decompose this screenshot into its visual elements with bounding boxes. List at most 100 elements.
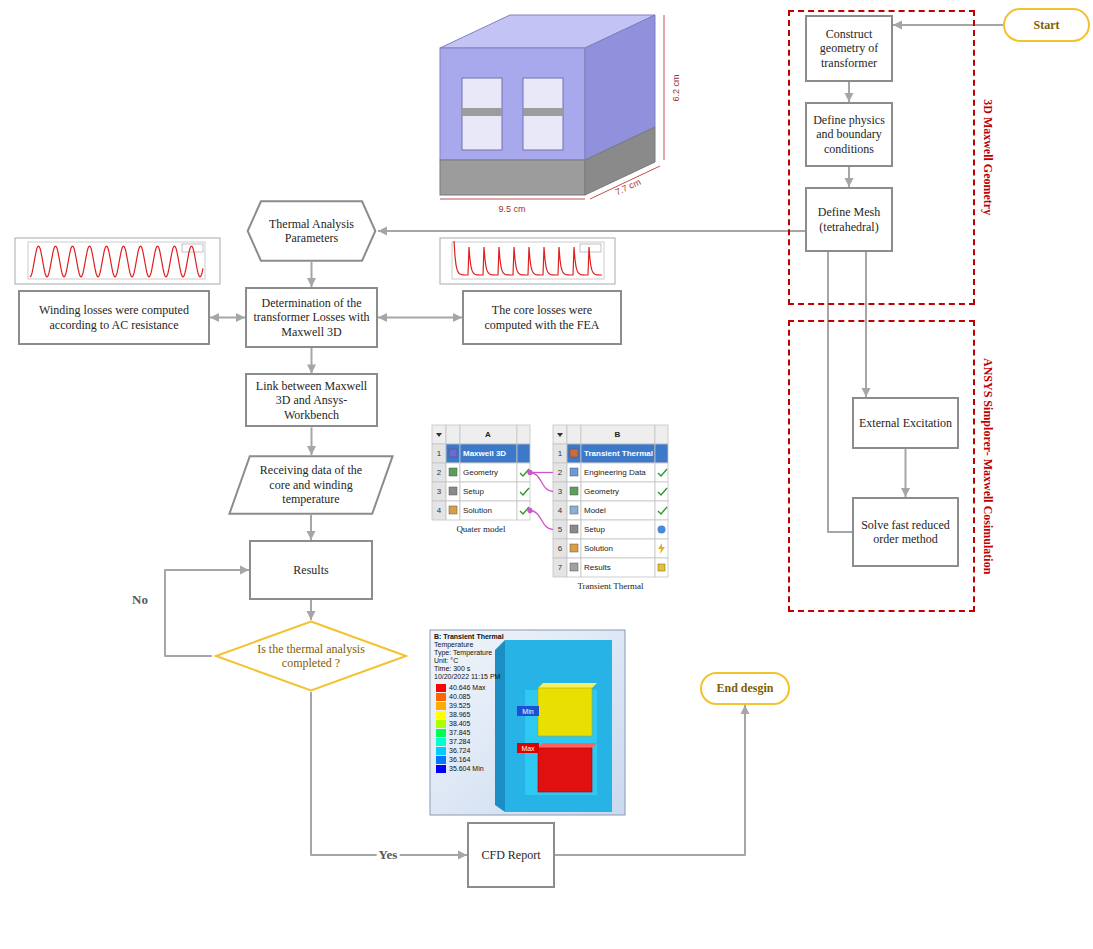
legend-swatch <box>436 747 446 755</box>
flow-connector <box>845 167 854 187</box>
flow-connector <box>307 515 316 540</box>
decision-diamond: Is the thermal analysis completed ? <box>212 620 410 692</box>
connector-line <box>311 692 467 855</box>
flow-connector <box>555 705 750 855</box>
node-text-holder: End desgin <box>708 681 782 695</box>
arrowhead <box>862 388 871 397</box>
annotation-label: Maxwell 3D <box>460 444 530 463</box>
annotation-label: Solution <box>581 539 655 558</box>
flow-connector <box>311 692 467 860</box>
annotation-label: Solution <box>460 501 517 520</box>
flow-connector <box>307 262 316 287</box>
legend-swatch <box>436 729 446 737</box>
node-text-holder: Is the thermal analysis completed ? <box>252 642 370 671</box>
flow-connector <box>378 313 462 322</box>
annotation-label: 4 <box>432 501 446 520</box>
node-text: The core losses were computed with the F… <box>468 303 616 332</box>
connector-line <box>865 252 867 397</box>
process-box: Construct geometry of transformer <box>805 15 893 82</box>
arrowhead <box>307 611 316 620</box>
legend-text: 39.525 <box>449 701 470 710</box>
arrowhead <box>307 531 316 540</box>
legend-swatch <box>436 765 446 773</box>
annotation-label: B: Transient Thermal <box>434 633 524 641</box>
process-box: Determination of the transformer Losses … <box>245 287 378 348</box>
transformer-model <box>440 15 664 199</box>
process-box: External Excitation <box>852 397 959 449</box>
edge-label: Yes <box>377 847 400 863</box>
node-text: Construct geometry of transformer <box>811 27 887 70</box>
node-text: Determination of the transformer Losses … <box>251 296 372 339</box>
node-text: Start <box>1011 18 1082 32</box>
legend-text: 40.085 <box>449 692 470 701</box>
flow-connector <box>165 566 249 657</box>
annotation-label: 4 <box>553 501 567 520</box>
annotation-label: B <box>567 425 668 444</box>
annotation-label: 9.5 cm <box>487 203 537 215</box>
node-text-holder: Define physics and boundary conditions <box>811 113 887 156</box>
flow-connector <box>307 427 316 455</box>
connector-line <box>378 231 852 532</box>
annotation-label: Temperature <box>434 641 524 649</box>
legend-swatch <box>436 693 446 701</box>
arrowhead <box>307 364 316 373</box>
arrowhead <box>307 278 316 287</box>
annotation-label: Time: 300 s <box>434 665 524 673</box>
annotation-label: Setup <box>581 520 655 539</box>
legend-swatch <box>436 720 446 728</box>
region-label-holder: ANSYS Simplorer- Maxwell Cosimulation <box>973 322 1003 610</box>
process-box: Define physics and boundary conditions <box>805 102 893 167</box>
winding-loss-curve <box>30 246 203 277</box>
annotation-label: Transient Thermal <box>553 579 668 593</box>
legend-text: 37.284 <box>449 737 470 746</box>
process-box: The core losses were computed with the F… <box>462 290 622 345</box>
annotation-label: 7 <box>553 558 567 577</box>
connector-line <box>555 705 745 855</box>
preparation-hexagon: Thermal Analysis Parameters <box>245 200 378 262</box>
thermal-result <box>430 630 625 815</box>
annotation-label: Engineering Data <box>581 463 655 482</box>
group-region: 3D Maxwell GeometryConstruct geometry of… <box>788 10 975 305</box>
node-text-holder: Solve fast reduced order method <box>858 518 953 547</box>
core-loss-curve <box>454 241 602 275</box>
node-text-holder: Determination of the transformer Losses … <box>251 296 372 339</box>
node-text: Winding losses were computed according t… <box>24 303 204 332</box>
group-region: ANSYS Simplorer- Maxwell CosimulationExt… <box>788 320 975 612</box>
terminal-pill: Start <box>1003 8 1090 42</box>
node-text: Link between Maxwell 3D and Ansys- Workb… <box>251 379 372 422</box>
connector-line <box>165 570 249 656</box>
annotation-label: A <box>446 425 530 444</box>
node-text: External Excitation <box>858 416 953 430</box>
process-box: CFD Report <box>467 822 555 888</box>
legend-text: 37.845 <box>449 728 470 737</box>
arrowhead <box>893 21 902 30</box>
flow-connector <box>845 82 854 102</box>
legend-text: 40.646 Max <box>449 683 486 692</box>
legend-swatch <box>436 711 446 719</box>
node-text: CFD Report <box>473 848 549 862</box>
arrowhead <box>845 178 854 187</box>
process-box: Link between Maxwell 3D and Ansys- Workb… <box>245 373 378 427</box>
legend-text: 38.965 <box>449 710 470 719</box>
node-text: Define Mesh (tetrahedral) <box>811 205 887 234</box>
annotation-label: Model <box>581 501 655 520</box>
node-text-holder: Link between Maxwell 3D and Ansys- Workb… <box>251 379 372 422</box>
node-text-holder: Construct geometry of transformer <box>811 27 887 70</box>
annotation-label: Quater model <box>432 522 530 536</box>
annotation-label: 2 <box>432 463 446 482</box>
region-label-holder: 3D Maxwell Geometry <box>973 12 1003 303</box>
annotation-label: 3 <box>553 482 567 501</box>
legend-text: 36.164 <box>449 755 470 764</box>
arrowhead <box>307 446 316 455</box>
arrowhead <box>845 93 854 102</box>
data-parallelogram: Receiving data of the core and winding t… <box>226 455 396 515</box>
annotation-label: Min <box>517 706 539 716</box>
connector-line <box>893 24 1003 26</box>
region-label: 3D Maxwell Geometry <box>981 57 995 257</box>
annotation-label: Transient Thermal <box>581 444 668 463</box>
flow-connector <box>893 21 1003 30</box>
node-text: Thermal Analysis Parameters <box>265 217 358 246</box>
arrowhead <box>378 227 387 236</box>
